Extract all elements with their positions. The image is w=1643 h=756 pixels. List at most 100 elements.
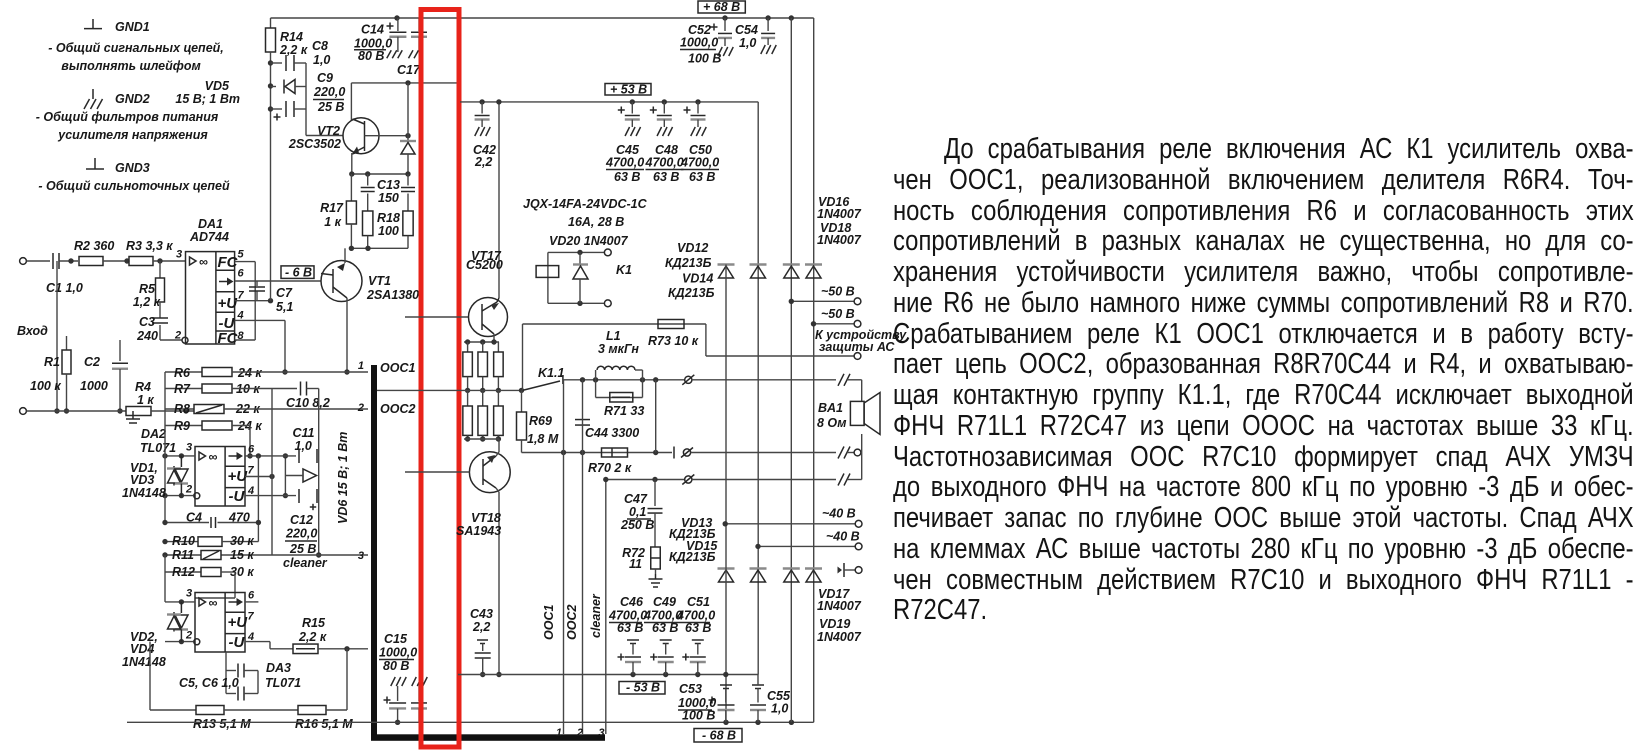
svg-text:3: 3 (598, 727, 604, 739)
svg-text:63 В: 63 В (685, 621, 711, 635)
svg-text:1,0: 1,0 (771, 702, 788, 716)
svg-text:выполнять шлейфом: выполнять шлейфом (61, 59, 200, 73)
svg-text:1N4007: 1N4007 (817, 630, 862, 644)
svg-text:C5, C6 1,0: C5, C6 1,0 (179, 676, 239, 690)
svg-text:63 В: 63 В (653, 170, 679, 184)
svg-text:Вход: Вход (17, 324, 48, 338)
svg-text:VD6 15 В; 1 Вт: VD6 15 В; 1 Вт (336, 432, 350, 524)
svg-text:VD17: VD17 (818, 587, 850, 601)
svg-text:63 В: 63 В (689, 170, 715, 184)
svg-text:1N4007: 1N4007 (817, 599, 862, 613)
svg-text:30 к: 30 к (230, 565, 254, 579)
svg-text:7: 7 (238, 290, 245, 302)
svg-text:80 В: 80 В (358, 49, 384, 63)
svg-text:5: 5 (238, 249, 245, 261)
svg-text:DA3: DA3 (266, 661, 291, 675)
svg-text:VD1,: VD1, (130, 461, 158, 475)
svg-text:R14: R14 (280, 30, 303, 44)
svg-text:VT18: VT18 (471, 511, 501, 525)
svg-text:240: 240 (136, 329, 158, 343)
svg-text:R12: R12 (172, 565, 195, 579)
svg-text:2: 2 (185, 484, 192, 496)
svg-text:6: 6 (248, 444, 255, 456)
svg-text:VD14: VD14 (682, 272, 713, 286)
svg-text:4: 4 (237, 310, 244, 322)
svg-text:C17: C17 (397, 63, 421, 77)
svg-text:C45: C45 (616, 143, 640, 157)
svg-text:R4: R4 (135, 380, 151, 394)
svg-text:VT2: VT2 (317, 124, 340, 138)
svg-text:-U: -U (229, 634, 246, 651)
svg-text:4700,0: 4700,0 (676, 609, 715, 623)
svg-text:2: 2 (185, 630, 192, 642)
svg-text:AD744: AD744 (189, 230, 229, 244)
svg-text:КД213Б: КД213Б (669, 527, 716, 541)
svg-text:K1: K1 (616, 263, 632, 277)
svg-text:C50: C50 (689, 143, 712, 157)
svg-text:КД213Б: КД213Б (668, 286, 715, 300)
svg-text:80 В: 80 В (383, 659, 409, 673)
svg-text:4700,0: 4700,0 (605, 156, 644, 170)
svg-text:ООС2: ООС2 (565, 605, 579, 640)
svg-text:1: 1 (556, 727, 562, 739)
svg-text:C54: C54 (735, 23, 758, 37)
svg-text:R9: R9 (174, 419, 190, 433)
svg-text:VD4: VD4 (130, 642, 154, 656)
svg-text:63 В: 63 В (614, 170, 640, 184)
svg-text:~50 В: ~50 В (821, 285, 855, 299)
svg-text:1000: 1000 (80, 379, 108, 393)
svg-text:R11: R11 (172, 548, 194, 562)
svg-text:25 В: 25 В (317, 100, 344, 114)
svg-text:C10 8,2: C10 8,2 (286, 396, 330, 410)
svg-text:C14: C14 (361, 23, 384, 37)
svg-text:∞: ∞ (199, 255, 208, 269)
svg-text:R71 33: R71 33 (604, 404, 644, 418)
svg-text:~40 В: ~40 В (826, 530, 860, 544)
svg-text:C5200: C5200 (466, 258, 503, 272)
svg-text:DA1: DA1 (198, 217, 223, 231)
svg-text:4: 4 (247, 485, 254, 497)
svg-text:1,0: 1,0 (739, 36, 756, 50)
svg-text:3: 3 (176, 249, 182, 261)
svg-text:C1 1,0: C1 1,0 (46, 281, 83, 295)
svg-text:C42: C42 (473, 143, 496, 157)
svg-text:VD15: VD15 (686, 539, 718, 553)
svg-text:C53: C53 (679, 682, 702, 696)
svg-text:R5: R5 (139, 282, 156, 296)
svg-text:R6: R6 (174, 366, 191, 380)
svg-text:2,2: 2,2 (474, 155, 492, 169)
svg-text:24 к: 24 к (237, 366, 262, 380)
svg-text:ООС1: ООС1 (542, 605, 556, 640)
svg-text:ООС2: ООС2 (380, 402, 415, 416)
svg-text:C8: C8 (312, 39, 328, 53)
svg-text:1,0: 1,0 (295, 439, 312, 453)
svg-text:1,8 М: 1,8 М (527, 432, 559, 446)
svg-text:6: 6 (238, 268, 245, 280)
svg-text:100 В: 100 В (688, 52, 721, 66)
svg-text:5,1: 5,1 (276, 300, 293, 314)
svg-text:100: 100 (378, 224, 399, 238)
svg-text:DA2: DA2 (141, 427, 166, 441)
svg-text:R73 10 к: R73 10 к (648, 334, 699, 348)
svg-text:-U: -U (219, 315, 236, 332)
svg-text:1N4148: 1N4148 (122, 486, 166, 500)
svg-text:+U: +U (228, 468, 249, 485)
svg-text:1N4007: 1N4007 (817, 233, 862, 247)
svg-text:4700,0: 4700,0 (645, 156, 684, 170)
svg-text:3: 3 (186, 588, 192, 600)
svg-text:30 к: 30 к (230, 534, 254, 548)
svg-text:+U: +U (228, 614, 249, 631)
svg-text:-U: -U (229, 488, 246, 505)
svg-text:15 В; 1 Вт: 15 В; 1 Вт (175, 92, 240, 106)
svg-text:11: 11 (629, 557, 642, 571)
svg-text:R10: R10 (172, 534, 195, 548)
svg-text:C4: C4 (186, 511, 202, 525)
svg-text:C44 3300: C44 3300 (585, 426, 639, 440)
svg-text:R8: R8 (174, 402, 190, 416)
svg-text:2,2: 2,2 (472, 620, 490, 634)
svg-text:100 В: 100 В (682, 709, 715, 723)
svg-text:220,0: 220,0 (285, 527, 317, 541)
svg-text:R13 5,1 М: R13 5,1 М (193, 717, 251, 731)
svg-text:TL071: TL071 (140, 441, 176, 455)
svg-text:- 68 В: - 68 В (702, 729, 736, 743)
